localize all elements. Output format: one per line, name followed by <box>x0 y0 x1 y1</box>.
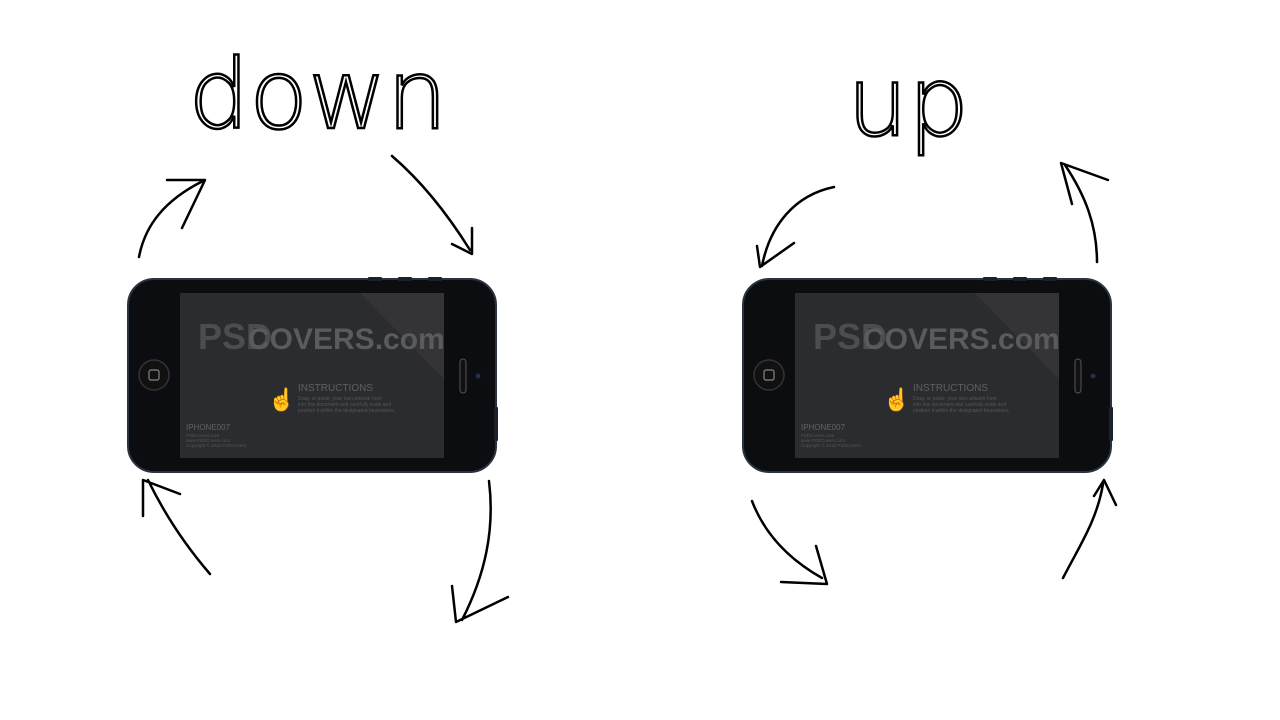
front-camera-icon <box>1090 373 1096 379</box>
home-button <box>753 359 785 391</box>
speaker-grille <box>459 358 467 394</box>
footer-line: www.PSDCovers.com <box>186 438 230 443</box>
panel-down: down PSD COVERS.com <box>127 38 510 624</box>
front-camera-icon <box>475 373 481 379</box>
instructions-line: Drag, or paste, your own artwork here <box>913 396 997 402</box>
instructions-title: INSTRUCTIONS <box>913 383 988 394</box>
arrow-top-right <box>390 154 474 256</box>
instructions-title: INSTRUCTIONS <box>298 383 373 394</box>
watermark: PSD COVERS.com <box>813 316 1060 357</box>
arrow-top-left <box>137 178 207 259</box>
watermark-brand: COVERS.com <box>863 323 1060 356</box>
home-square-icon <box>148 369 160 381</box>
footer-line: PSDCovers.com <box>186 433 220 438</box>
label-up: up <box>847 46 969 158</box>
arrow-bottom-right <box>450 479 510 624</box>
footer-line: Copyright © 2012 PSDCovers <box>801 442 862 448</box>
instructions-line: Drag, or paste, your own artwork here <box>298 396 382 402</box>
watermark-logo: PSD <box>813 316 887 357</box>
footer-line: Copyright © 2012 PSDCovers <box>186 442 247 448</box>
footer-line: www.PSDCovers.com <box>801 438 845 443</box>
phone-left: PSD COVERS.com ☝ INSTRUCTIONS Drag, or p… <box>127 277 498 473</box>
arrow-bottom-left <box>141 478 212 576</box>
model-label: IPHONE007 <box>186 423 231 432</box>
panel-up: up PSD COVERS.com ☝ INSTRUCTIONS <box>742 45 1118 586</box>
home-square-icon <box>763 369 775 381</box>
arrow-bottom-left <box>750 499 829 586</box>
arrow-bottom-right <box>1061 478 1118 580</box>
instructions-line: into this document and carefully scale a… <box>913 402 1006 408</box>
label-down: down <box>188 39 447 151</box>
pointer-hand-icon: ☝ <box>883 386 910 413</box>
footer-line: PSDCovers.com <box>801 433 835 438</box>
home-button <box>138 359 170 391</box>
speaker-grille <box>1074 358 1082 394</box>
instructions-line: position it within the designated bounda… <box>298 408 395 414</box>
watermark: PSD COVERS.com <box>198 316 445 357</box>
model-label: IPHONE007 <box>801 423 846 432</box>
arrow-top-left <box>755 185 836 269</box>
instructions-line: position it within the designated bounda… <box>913 408 1010 414</box>
watermark-brand: COVERS.com <box>248 323 445 356</box>
instructions-line: into this document and carefully scale a… <box>298 402 391 408</box>
phone-right: PSD COVERS.com ☝ INSTRUCTIONS Drag, or p… <box>742 277 1113 473</box>
watermark-logo: PSD <box>198 316 272 357</box>
pointer-hand-icon: ☝ <box>268 386 295 413</box>
arrow-top-right <box>1059 161 1110 264</box>
